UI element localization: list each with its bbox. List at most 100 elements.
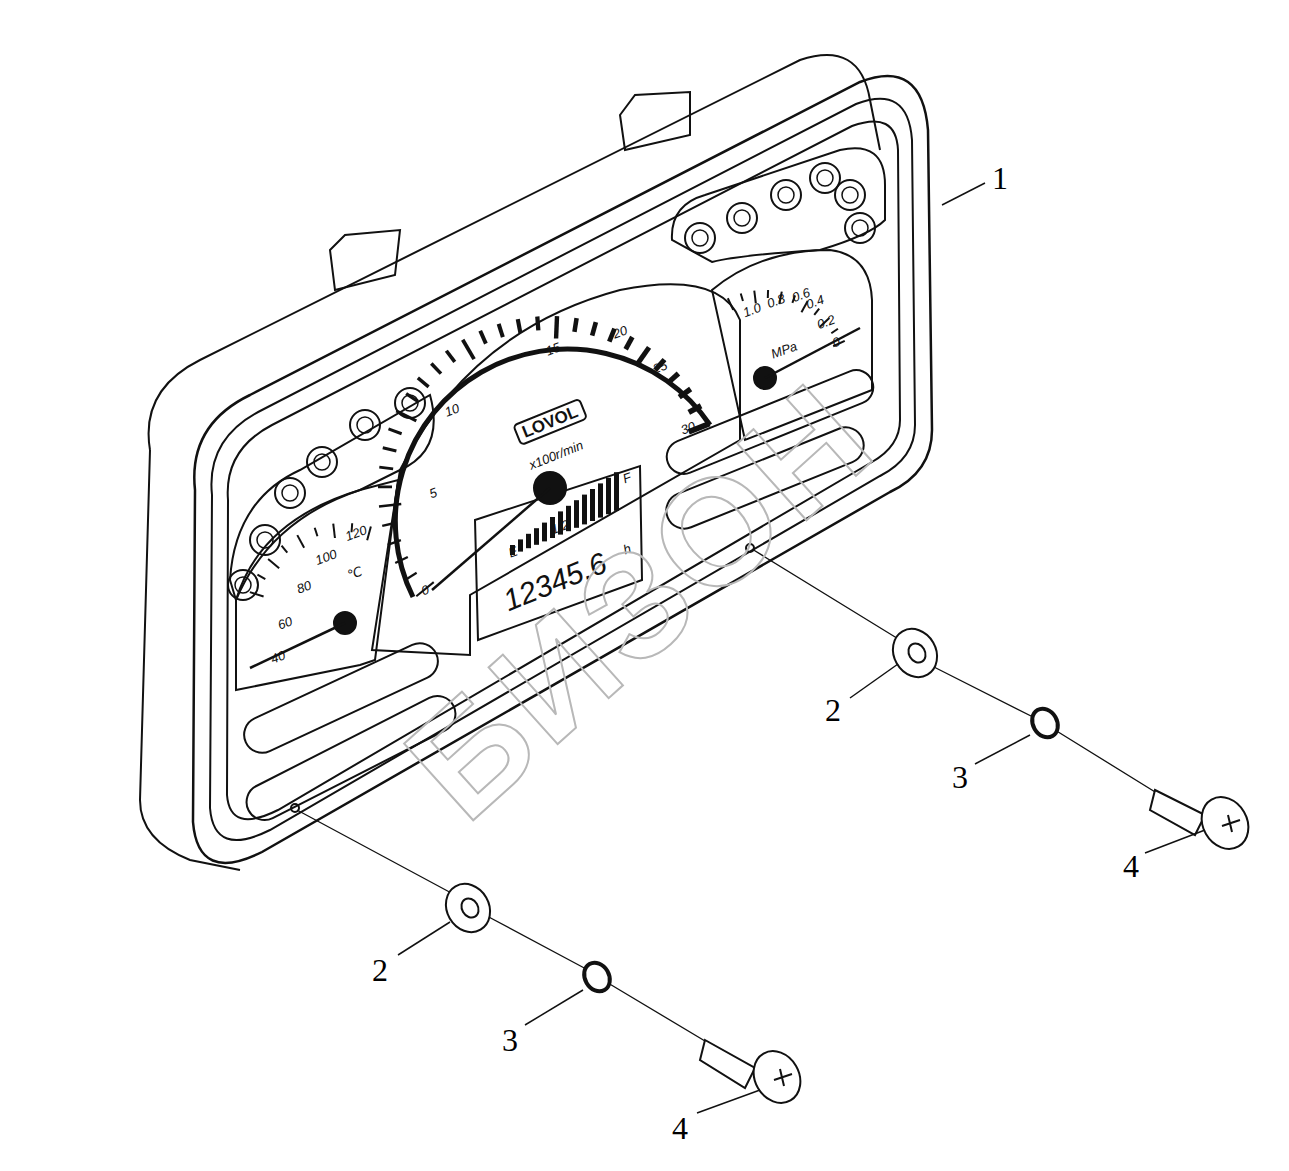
scale-number: 1.0: [741, 301, 762, 319]
unit-label: MPa: [769, 339, 799, 360]
slot: [662, 365, 879, 479]
indicator-symbol: [692, 230, 708, 246]
gauge-tick: [814, 309, 819, 315]
fuel-mark: E: [507, 544, 520, 559]
hour-meter: 12345.6: [499, 548, 611, 616]
scale-number: 60: [276, 614, 294, 631]
gauge-tick: [431, 364, 441, 374]
scale-number: 100: [314, 547, 339, 567]
housing-side: [140, 450, 240, 870]
gauge-tick: [406, 394, 418, 402]
temp-surround: [236, 480, 398, 690]
gauge-tick: [282, 546, 288, 553]
callout-number: 4: [1123, 850, 1139, 882]
leader-line: [697, 1090, 760, 1113]
gauge-tick: [297, 535, 304, 548]
bezel-face: [227, 121, 900, 819]
callout-number: 2: [372, 954, 388, 986]
flat-washer: [884, 621, 945, 685]
indicator-symbol: [734, 210, 750, 226]
indicator-lamp: [350, 410, 380, 440]
fuel-bar: [598, 483, 603, 517]
indicator-symbol: [778, 187, 794, 203]
fuel-mark: F: [621, 471, 633, 486]
leader-line: [525, 990, 583, 1025]
scale-number: 5: [427, 486, 438, 501]
leader-line: [398, 922, 450, 955]
bezel-outer: [193, 76, 932, 863]
gauge-tick: [537, 316, 538, 330]
bezel-inner: [210, 99, 915, 840]
indicator-symbol: [357, 417, 373, 433]
indicator-lamp: [835, 180, 865, 210]
unit-label: ℃: [346, 564, 364, 581]
spring-washer: [1027, 704, 1063, 742]
unit-label: h: [621, 542, 632, 557]
mount-tab: [620, 92, 690, 150]
fuel-bar: [518, 539, 523, 551]
slot: [661, 422, 869, 534]
gauge-tick: [418, 378, 429, 387]
callout-number: 3: [952, 761, 968, 793]
lcd-window: [475, 466, 642, 640]
indicator-lamp: [771, 180, 801, 210]
slot: [238, 637, 444, 758]
fuel-bar: [582, 495, 587, 525]
axis-line: [297, 810, 715, 1047]
scale-number: 120: [344, 523, 369, 543]
gauge-tick: [592, 322, 596, 335]
gauge-tick: [383, 448, 397, 451]
indicator-lamp: [845, 213, 875, 243]
gauge-tick: [333, 524, 335, 538]
scale-number: 0.8: [765, 292, 786, 310]
gauge-tick: [728, 298, 733, 310]
pressure-surround: [712, 250, 872, 440]
watermark: БИЗОН: [381, 356, 899, 844]
gauge-tick: [250, 592, 264, 596]
unit-label: x100r/min: [527, 438, 585, 471]
leader-line: [942, 183, 985, 205]
gauge-tick: [446, 351, 454, 362]
leader-line: [850, 664, 898, 698]
indicator-symbol: [842, 187, 858, 203]
screw-head: [744, 1043, 809, 1112]
indicator-symbol: [852, 220, 868, 236]
fuel-mark: 1/2: [549, 518, 570, 536]
indicator-lamp: [727, 203, 757, 233]
scale-number: 15: [544, 340, 562, 357]
fuel-bar: [526, 534, 531, 548]
indicator-symbol: [282, 485, 298, 501]
fuel-bar: [606, 478, 611, 514]
callout-number: 3: [502, 1024, 518, 1056]
gauge-tick: [463, 340, 474, 359]
gauge-tick: [315, 528, 318, 537]
leader-line: [1145, 830, 1205, 853]
fuel-bar: [542, 523, 547, 542]
scale-number: 20: [611, 323, 629, 340]
needle: [765, 328, 860, 378]
mount-tab: [330, 230, 400, 290]
slot: [240, 690, 461, 826]
gauge-tick: [396, 411, 416, 421]
indicator-symbol: [817, 170, 833, 186]
gauge-tick: [257, 575, 265, 579]
flat-washer: [437, 876, 498, 940]
indicator-lamps: [228, 163, 875, 600]
scale-number: 80: [295, 578, 313, 595]
gauge-tick: [388, 429, 401, 434]
gauge-tick: [480, 331, 486, 344]
axis-line: [752, 549, 1160, 795]
gauge-tick: [268, 559, 279, 568]
needle: [250, 623, 345, 668]
fuel-bar: [574, 500, 579, 528]
spring-washer: [579, 958, 615, 996]
gauge-tick: [831, 329, 838, 333]
callout-number: 4: [672, 1112, 688, 1144]
callout-number: 2: [825, 694, 841, 726]
callout-number: 1: [992, 162, 1008, 194]
leader-line: [975, 735, 1030, 764]
scale-number: 25: [651, 358, 669, 375]
scale-number: 10: [443, 401, 461, 418]
fuel-bar: [590, 489, 595, 521]
